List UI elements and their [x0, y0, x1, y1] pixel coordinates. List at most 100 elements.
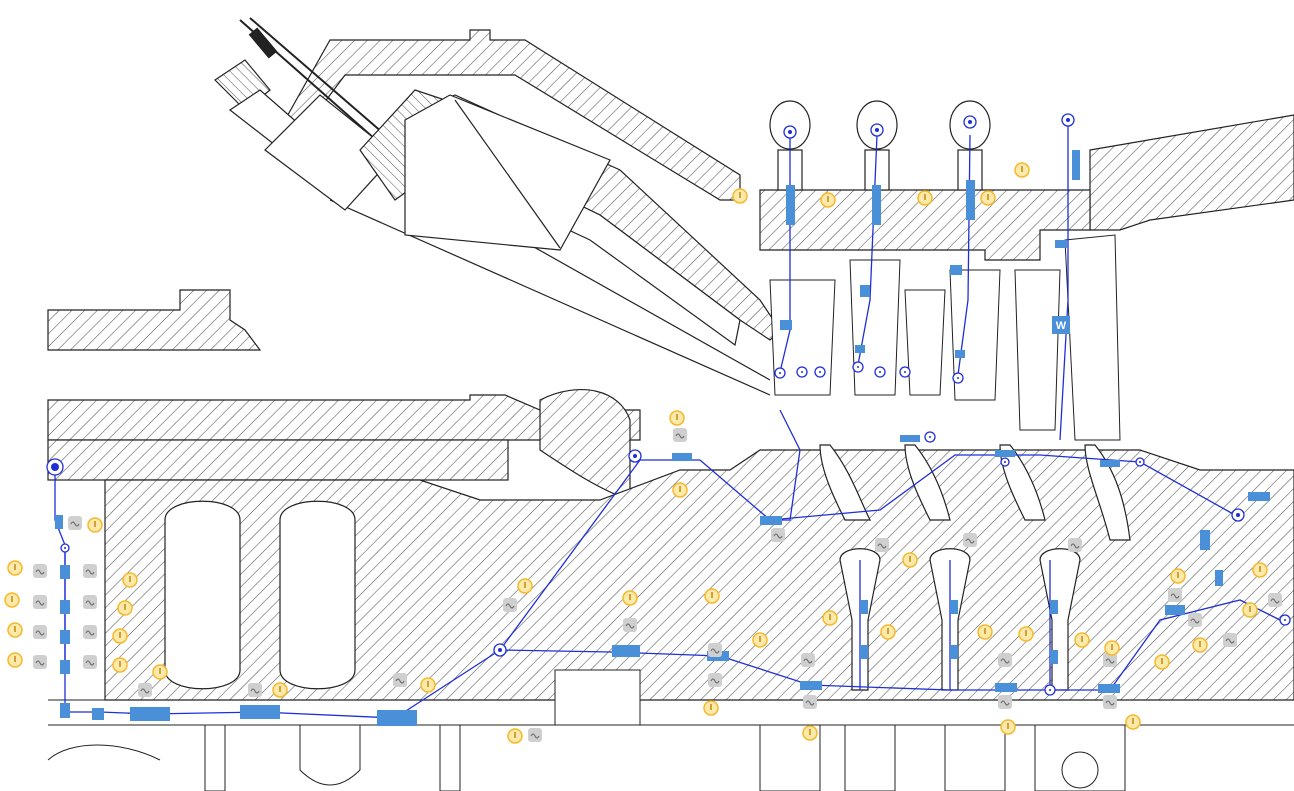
- flow-element-icon[interactable]: [377, 710, 417, 726]
- junction-node-core: [1004, 461, 1006, 463]
- diffuser: [539, 389, 631, 501]
- flow-element-icon[interactable]: [995, 450, 1015, 457]
- flow-element-icon[interactable]: [966, 180, 975, 220]
- stage-casing: [759, 189, 1091, 261]
- wave-glyph: [803, 658, 813, 664]
- wave-glyph: [35, 569, 45, 575]
- wave-glyph: [35, 660, 45, 666]
- wave-glyph: [35, 630, 45, 636]
- wave-glyph: [395, 678, 405, 684]
- flow-element-icon[interactable]: [1050, 650, 1058, 664]
- junction-node-core: [498, 648, 502, 652]
- w-block-label: W: [1056, 320, 1067, 332]
- flow-element-icon[interactable]: [995, 683, 1017, 692]
- flow-element-icon[interactable]: [1050, 600, 1058, 614]
- junction-node-core: [51, 463, 59, 471]
- flow-element-icon[interactable]: [950, 265, 962, 275]
- wave-glyph: [35, 600, 45, 606]
- junction-node-core: [633, 454, 637, 458]
- flow-element-icon[interactable]: [955, 350, 965, 358]
- junction-node-core: [875, 128, 879, 132]
- wave-glyph: [85, 660, 95, 666]
- wave-glyph: [1000, 658, 1010, 664]
- flow-element-icon[interactable]: [1072, 150, 1080, 180]
- flow-element-icon[interactable]: [612, 645, 640, 657]
- flow-element-icon[interactable]: [786, 185, 795, 225]
- wave-glyph: [1170, 593, 1180, 599]
- wave-glyph: [1190, 618, 1200, 624]
- rotor-cavity-2: [279, 500, 356, 690]
- flow-element-icon[interactable]: [240, 705, 280, 719]
- wave-glyph: [1105, 700, 1115, 706]
- flow-element-icon[interactable]: [1200, 530, 1210, 550]
- junction-node-core: [1049, 689, 1051, 691]
- wave-glyph: [85, 569, 95, 575]
- junction-node-core: [801, 371, 803, 373]
- casing-structure: [47, 17, 1294, 791]
- flow-element-icon[interactable]: [1098, 684, 1120, 693]
- junction-node-core: [904, 371, 906, 373]
- stage3-vane: [1014, 269, 1061, 431]
- junction-node-core: [788, 130, 792, 134]
- disk-gap-2: [904, 444, 951, 521]
- flow-element-icon[interactable]: [1100, 460, 1120, 467]
- junction-node-core: [957, 377, 959, 379]
- junction-node-core: [1139, 461, 1141, 463]
- flow-element-icon[interactable]: [860, 600, 868, 614]
- stage2-vane: [904, 289, 946, 396]
- w-flow-element[interactable]: W: [1052, 316, 1070, 334]
- wave-glyph: [773, 533, 783, 539]
- parameter-tags: [33, 428, 1282, 742]
- wave-glyph: [1000, 700, 1010, 706]
- flow-element-icon[interactable]: [1165, 605, 1185, 615]
- flow-element-icon[interactable]: [900, 435, 920, 442]
- flow-element-icon[interactable]: [855, 345, 865, 353]
- wave-glyph: [85, 630, 95, 636]
- flow-element-icon[interactable]: [760, 516, 782, 525]
- junction-node-core: [64, 547, 66, 549]
- flow-element-icon[interactable]: [60, 600, 70, 614]
- flow-nodes: [46, 113, 1291, 696]
- stage1-vane: [769, 279, 836, 396]
- disk-gap-1: [819, 444, 871, 521]
- flow-element-icon[interactable]: [950, 645, 958, 659]
- flow-element-icon[interactable]: [130, 707, 170, 721]
- wave-glyph: [805, 700, 815, 706]
- wave-glyph: [505, 603, 515, 609]
- combustor-basket: [404, 94, 611, 251]
- junction-node-core: [819, 371, 821, 373]
- foundation: [47, 669, 1294, 791]
- flow-element-icon[interactable]: [60, 565, 70, 579]
- flow-element-icon[interactable]: [60, 660, 70, 674]
- wave-glyph: [877, 543, 887, 549]
- flow-element-icon[interactable]: [780, 320, 792, 330]
- wave-glyph: [250, 688, 260, 694]
- flow-element-icon[interactable]: [1215, 570, 1223, 586]
- flow-element-icon[interactable]: [860, 285, 870, 297]
- stage1-blade: [849, 259, 901, 396]
- compressor-blade-row: [47, 439, 509, 481]
- flow-element-icon[interactable]: [55, 515, 63, 529]
- disk-gap-4: [1084, 444, 1131, 541]
- temperature-sensors: [4, 162, 1268, 744]
- flow-element-icon[interactable]: [800, 681, 822, 690]
- flow-element-icon[interactable]: [60, 630, 70, 644]
- flow-element-icon[interactable]: [1055, 240, 1067, 248]
- wave-glyph: [710, 648, 720, 654]
- wave-glyph: [1225, 638, 1235, 644]
- wave-glyph: [675, 433, 685, 439]
- flow-element-icon[interactable]: [672, 453, 692, 461]
- wave-glyph: [530, 733, 540, 739]
- junction-node-core: [1284, 619, 1286, 621]
- flow-element-icon[interactable]: [950, 600, 958, 614]
- flow-element-icon[interactable]: [1248, 492, 1270, 501]
- flow-element-icon[interactable]: [860, 645, 868, 659]
- flow-elements: [55, 150, 1270, 726]
- flow-element-icon[interactable]: [872, 185, 881, 225]
- flow-element-icon[interactable]: [92, 708, 104, 720]
- flow-element-icon[interactable]: [60, 703, 70, 718]
- rotor-cavity-1: [164, 500, 241, 690]
- junction-node-core: [857, 366, 859, 368]
- stage2-blade: [949, 269, 1001, 401]
